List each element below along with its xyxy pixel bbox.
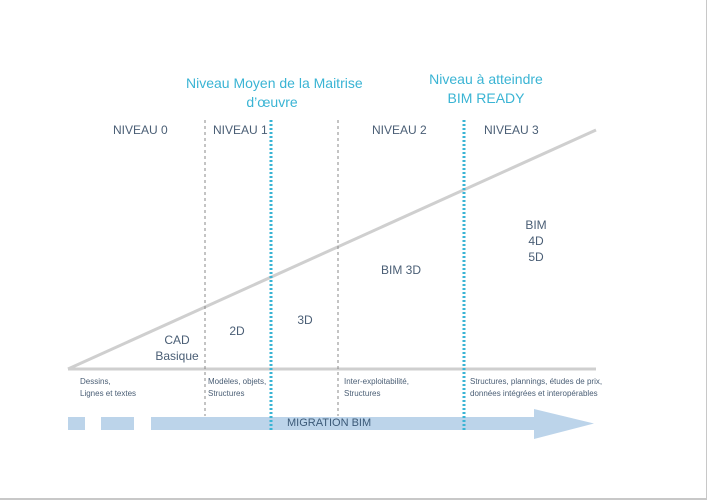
header-target: Niveau à atteindre BIM READY (420, 70, 552, 108)
description-line: Structures, plannings, études de prix, (470, 377, 603, 386)
capability-bim-4d-5d: BIM 4D 5D (520, 217, 552, 265)
description-line: Dessins, (80, 377, 111, 386)
description-niveau-3: Structures, plannings, études de prix, d… (470, 376, 602, 400)
capability-bim-line2: 4D (528, 234, 544, 248)
capability-bim-line1: BIM (525, 218, 547, 232)
description-line: Lignes et textes (80, 389, 137, 398)
arrow-dash-2 (101, 417, 134, 430)
description-niveau-2: Inter-exploitabilité, Structures (344, 376, 409, 400)
level-2-label: NIVEAU 2 (372, 123, 427, 137)
capability-bim-line3: 5D (528, 250, 544, 264)
migration-bim-label: MIGRATION BIM (287, 417, 372, 429)
header-moyen: Niveau Moyen de la Maitrise d’œuvre (186, 74, 363, 112)
level-1-label: NIVEAU 1 (213, 123, 268, 137)
header-moyen-line2: d’œuvre (246, 94, 298, 110)
header-target-line1: Niveau à atteindre (429, 71, 543, 87)
description-line: Structures (344, 389, 381, 398)
arrow-head (534, 409, 594, 439)
header-moyen-line1: Niveau Moyen de la Maitrise (186, 75, 363, 91)
level-0-label: NIVEAU 0 (113, 123, 168, 137)
level-3-label: NIVEAU 3 (484, 123, 539, 137)
capability-2d: 2D (229, 324, 245, 338)
description-line: Modèles, objets, (208, 377, 267, 386)
capability-cad-line1: CAD (164, 333, 190, 347)
arrow-body (151, 417, 535, 430)
capability-3d: 3D (297, 313, 313, 327)
header-target-line2: BIM READY (447, 90, 525, 106)
arrow-dash-1 (68, 417, 85, 430)
description-line: Inter-exploitabilité, (344, 377, 409, 386)
description-niveau-0: Dessins, Lignes et textes (80, 376, 136, 400)
growth-diagonal-line (67, 128, 597, 371)
description-line: Structures (208, 389, 245, 398)
capability-cad-line2: Basique (155, 349, 199, 363)
description-line: données intégrées et interopérables (470, 389, 598, 398)
capability-cad: CAD Basique (150, 332, 204, 364)
capability-bim-3d: BIM 3D (380, 263, 421, 277)
description-niveau-1: Modèles, objets, Structures (208, 376, 266, 400)
